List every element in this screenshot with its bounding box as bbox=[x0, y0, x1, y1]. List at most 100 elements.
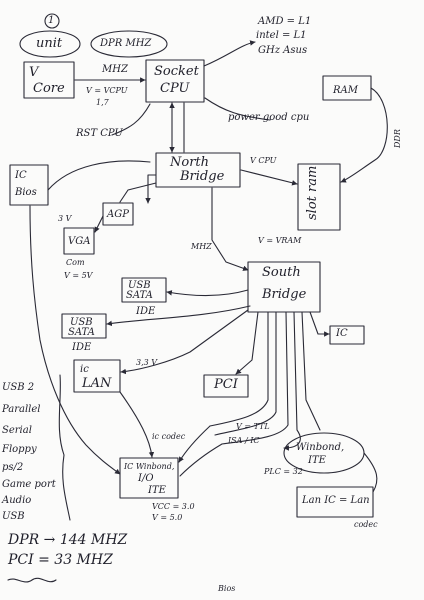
winbond-l-line3: ITE bbox=[148, 485, 166, 496]
ram-ddr: DDR bbox=[393, 129, 402, 148]
south-lines-4 bbox=[283, 311, 301, 451]
south-lines-2 bbox=[214, 311, 277, 436]
south-usb-arrow bbox=[166, 289, 249, 297]
slot-ram-label: slot ram bbox=[305, 165, 320, 220]
lan-line1: ic bbox=[80, 364, 89, 375]
winbond-l-line2: I/O bbox=[138, 473, 154, 484]
bottom-bios: Bios bbox=[218, 584, 236, 593]
winbond-l-line1: IC Winbond, bbox=[124, 462, 175, 471]
vcc-label: VCC = 3.0 bbox=[152, 502, 195, 511]
winbond-r-line2: ITE bbox=[308, 455, 326, 466]
v5-label: V = 5.0 bbox=[152, 513, 183, 522]
north-bridge-box bbox=[155, 152, 241, 188]
pci-speed: PCI = 33 MHZ bbox=[8, 552, 113, 568]
number-bubble bbox=[44, 13, 60, 29]
vga-com: Com bbox=[66, 258, 85, 267]
vga-box bbox=[63, 227, 95, 255]
plc-label: PLC = 32 bbox=[264, 467, 303, 476]
north-agp-line bbox=[145, 174, 157, 204]
usb-line2: SATA bbox=[126, 290, 153, 301]
core-vcpu: V = VCPU bbox=[86, 86, 128, 95]
winbond-feed-2 bbox=[179, 443, 223, 477]
usb-line1: USB bbox=[128, 280, 151, 291]
ic-codec-label: ic codec bbox=[152, 432, 186, 441]
ic-lan-box bbox=[73, 359, 121, 393]
winbond-lan-line bbox=[363, 452, 378, 493]
agp-label: AGP bbox=[107, 209, 129, 220]
codec-label: codec bbox=[354, 520, 378, 529]
north-slot-arrow bbox=[240, 169, 298, 186]
core-mhz: MHZ bbox=[102, 64, 128, 75]
south-ic-right bbox=[309, 311, 330, 337]
slot-ram-box bbox=[297, 163, 341, 231]
left-list-5: Game port bbox=[2, 479, 56, 490]
south-line2: Bridge bbox=[262, 287, 307, 302]
ide-label: IDE bbox=[136, 306, 156, 317]
dpr-speed: DPR → 144 MHZ bbox=[8, 532, 128, 548]
dpr-mhz-label: DPR MHZ bbox=[100, 38, 152, 49]
mhz-mid: MHZ bbox=[191, 242, 212, 251]
winbond-r-line1: Winbond, bbox=[296, 442, 345, 453]
v-ttl-label: V = TTL bbox=[236, 422, 270, 431]
pci-box bbox=[203, 374, 249, 398]
unit-label: unit bbox=[36, 36, 63, 51]
power-good-curve bbox=[204, 97, 271, 121]
intel-label: intel = L1 bbox=[256, 30, 307, 41]
left-list-4: ps/2 bbox=[2, 462, 24, 473]
v33-label: 3,3 V bbox=[136, 358, 158, 367]
ic-right-box bbox=[329, 325, 365, 345]
north-line2: Bridge bbox=[180, 169, 225, 184]
usb-sata-box bbox=[121, 277, 167, 303]
ghz-label: GHz Asus bbox=[258, 45, 308, 56]
dpr-circle bbox=[90, 30, 168, 58]
ram-label: RAM bbox=[333, 85, 358, 96]
cpu-line2: CPU bbox=[160, 81, 190, 96]
core-v: V bbox=[29, 65, 39, 80]
bios-line1: IC bbox=[15, 170, 27, 181]
unit-circle bbox=[19, 30, 81, 58]
ram-slot-curve bbox=[340, 87, 388, 183]
core-box bbox=[23, 61, 75, 99]
agp-vga-arrow bbox=[94, 215, 104, 233]
left-list-0: USB 2 bbox=[2, 382, 35, 393]
isa-ic-label: ISA / IC bbox=[228, 436, 260, 445]
left-list-6: Audio bbox=[2, 495, 32, 506]
rst-cpu-label: RST CPU bbox=[76, 128, 123, 139]
left-list-2: Serial bbox=[2, 425, 32, 436]
left-list-1: Parallel bbox=[2, 404, 41, 415]
core-val: 1,7 bbox=[96, 98, 109, 107]
usb2-line2: SATA bbox=[68, 327, 95, 338]
rst-cpu-line bbox=[111, 103, 151, 136]
amd-label: AMD = L1 bbox=[258, 16, 312, 27]
core-label: Core bbox=[33, 81, 65, 96]
circle-number: 1 bbox=[48, 15, 55, 26]
south-lines-5 bbox=[301, 311, 321, 431]
ic-right-label: IC bbox=[336, 328, 348, 339]
vram-label: V = VRAM bbox=[258, 236, 302, 245]
north-line1: North bbox=[170, 155, 210, 170]
ic-winbond-io-box bbox=[119, 457, 179, 499]
bios-line2: Bios bbox=[15, 187, 37, 198]
lan-line2: LAN bbox=[82, 376, 112, 391]
south-lines-1 bbox=[209, 311, 269, 427]
agp-3v: 3 V bbox=[58, 214, 72, 223]
bios-north-curve bbox=[47, 160, 151, 191]
lan-ic-label: Lan IC = Lan bbox=[302, 495, 370, 506]
north-agp-line-2 bbox=[119, 182, 157, 203]
agp-box bbox=[102, 202, 134, 226]
left-list-3: Floppy bbox=[2, 444, 37, 455]
south-bridge-box bbox=[247, 261, 321, 313]
south-lines-3 bbox=[221, 311, 289, 445]
power-good-label: power good cpu bbox=[228, 112, 310, 123]
cpu-line1: Socket bbox=[154, 64, 199, 79]
bottom-squiggle bbox=[7, 577, 57, 583]
south-lan-line bbox=[120, 309, 249, 375]
vga-v: V = 5V bbox=[64, 271, 93, 280]
vga-label: VGA bbox=[68, 236, 91, 247]
usb2-ide: IDE bbox=[72, 342, 92, 353]
south-pci-line bbox=[235, 311, 259, 375]
left-brace bbox=[58, 374, 71, 521]
pci-label: PCI bbox=[214, 377, 238, 392]
